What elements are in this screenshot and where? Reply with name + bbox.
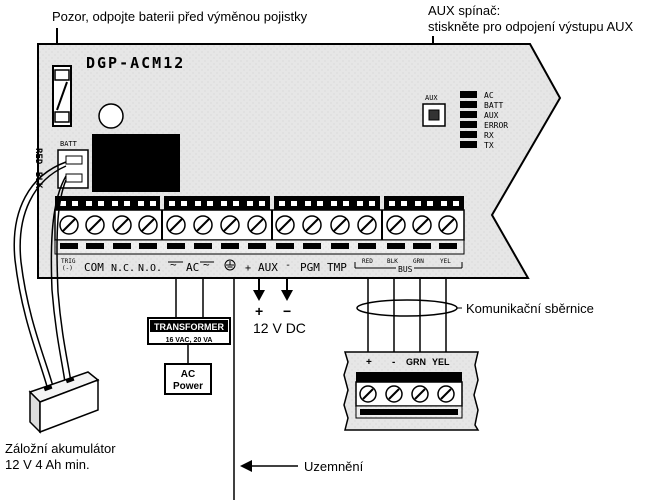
backup-battery <box>28 371 100 434</box>
red-wire-label: RED <box>33 148 43 165</box>
led-label-error: ERROR <box>484 121 508 130</box>
battery-warning-text: Pozor, odpojte baterii před výměnou poji… <box>52 9 308 24</box>
batt-connector-label: BATT <box>60 140 78 148</box>
battery-label-line2: 12 V 4 Ah min. <box>5 457 90 472</box>
led-ac <box>460 91 477 98</box>
led-aux <box>460 111 477 118</box>
led-label-tx: TX <box>484 141 494 150</box>
terminal-label-ac-tilde-right: ~ <box>203 258 210 271</box>
bus-connector-grn: GRN <box>406 357 426 367</box>
terminal-label-bus-blk: BLK <box>387 258 398 265</box>
ground-label: Uzemnění <box>304 459 364 474</box>
terminal-label-tmp: TMP <box>327 261 347 274</box>
led-label-rx: RX <box>484 131 494 140</box>
terminal-label-bus-grn: GRN <box>413 258 424 265</box>
terminal-label-trig: TRIG <box>61 258 76 265</box>
terminal-label-bus-yel: YEL <box>440 258 451 265</box>
terminal-label-trig-minus: (-) <box>62 265 73 272</box>
aux-switch-title: AUX spínač: <box>428 3 500 18</box>
led-tx <box>460 141 477 148</box>
relay-block <box>92 134 180 192</box>
bus-connector-plus: + <box>366 357 372 368</box>
board-model-label: DGP-ACM12 <box>86 54 185 72</box>
terminal-label-bus: BUS <box>398 265 413 274</box>
dc-voltage-label: 12 V DC <box>253 320 306 336</box>
transformer-spec: 16 VAC, 20 VA <box>166 337 213 344</box>
board-component-circle <box>98 103 124 129</box>
bus-label: Komunikační sběrnice <box>466 301 594 316</box>
led-label-ac: AC <box>484 91 494 100</box>
dc-minus-sign: − <box>283 303 291 319</box>
ac-power-source: AC Power <box>164 363 212 395</box>
status-leds: AC BATT AUX ERROR RX TX <box>460 91 508 150</box>
transformer-title: TRANSFORMER <box>154 322 224 332</box>
bus-connector-module: + - GRN YEL <box>343 351 480 431</box>
bus-connector-yel: YEL <box>432 357 450 367</box>
terminal-label-aux-plus: + <box>245 263 251 274</box>
fuse <box>52 65 72 127</box>
battery-label-line1: Záložní akumulátor <box>5 441 116 456</box>
led-label-batt: BATT <box>484 101 503 110</box>
aux-switch-description: stiskněte pro odpojení výstupu AUX <box>428 19 634 34</box>
led-rx <box>460 131 477 138</box>
dc-plus-sign: + <box>255 303 263 319</box>
transformer: TRANSFORMER 16 VAC, 20 VA <box>147 317 231 345</box>
aux-button-label: AUX <box>425 94 438 102</box>
terminal-label-nc: N.C. <box>111 263 135 274</box>
terminal-label-ac: AC <box>186 261 199 274</box>
ac-power-label-2: Power <box>173 381 203 392</box>
terminal-label-bus-red: RED <box>362 258 373 265</box>
led-label-aux: AUX <box>484 111 499 120</box>
bus-cable-bundle <box>356 299 458 317</box>
terminal-block <box>54 196 465 255</box>
led-batt <box>460 101 477 108</box>
bus-connector-minus: - <box>392 357 395 368</box>
ground-terminal-icon <box>224 259 236 271</box>
terminal-label-aux-minus: - <box>285 260 291 271</box>
led-error <box>460 121 477 128</box>
terminal-label-aux: AUX <box>258 261 278 274</box>
ac-power-label-1: AC <box>181 369 195 380</box>
terminal-label-no: N.O. <box>138 263 162 274</box>
terminal-labels: TRIG (-) COM N.C. N.O. ~ AC ~ + AUX - PG… <box>61 258 463 274</box>
terminal-label-pgm: PGM <box>300 261 320 274</box>
battery-wires <box>13 161 73 391</box>
dc-output-arrows <box>253 278 293 301</box>
ground-arrow-head <box>240 460 252 472</box>
terminal-label-ac-tilde-left: ~ <box>170 258 177 271</box>
terminal-label-com: COM <box>84 261 104 274</box>
ac-wires <box>175 278 204 364</box>
